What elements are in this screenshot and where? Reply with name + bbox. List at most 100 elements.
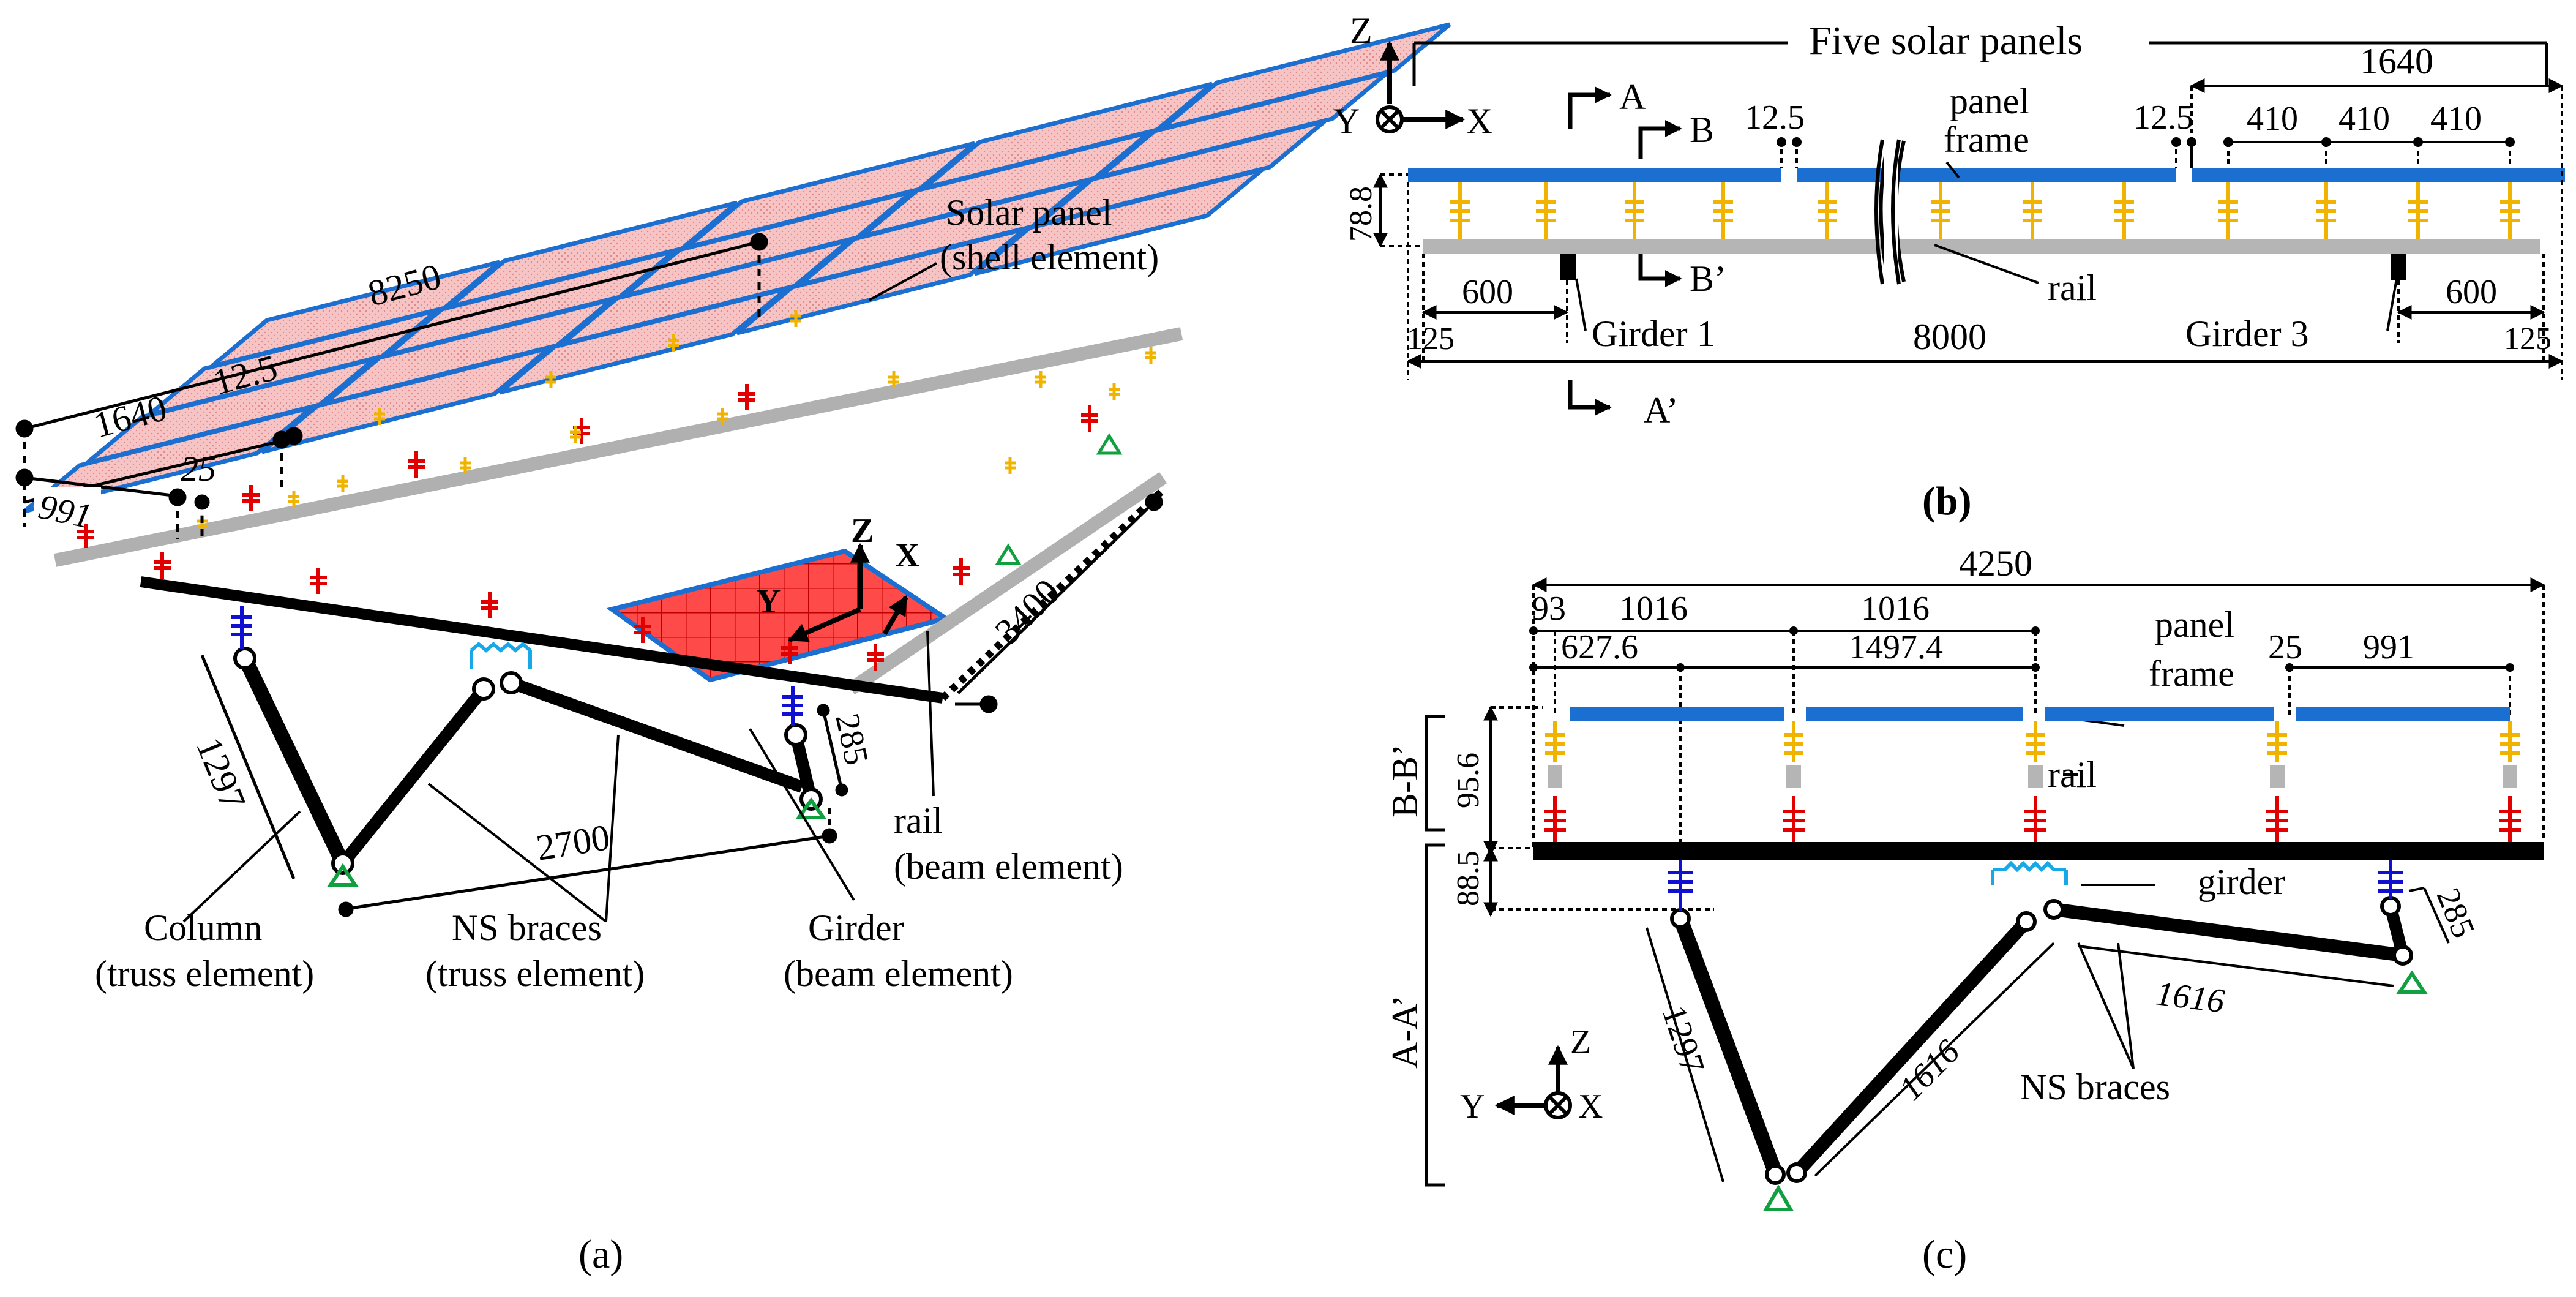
panel-frame-bar	[1408, 168, 1781, 182]
hinge-node	[784, 723, 807, 746]
b-label-girder1: Girder 1	[1592, 314, 1715, 354]
rail-block	[2503, 765, 2517, 788]
spring-elements	[77, 310, 1156, 671]
b-dim-600-b: 600	[2446, 273, 2497, 311]
panel-c-cross-section: 4250 93 1016 1016 627.6 1497.4 25 991 pa…	[1385, 543, 2545, 1277]
solar-panel-shell	[210, 260, 501, 369]
dim-2700: 2700	[534, 817, 613, 868]
b-dim-410-b: 410	[2338, 100, 2390, 138]
b-axis-z: Z	[1350, 10, 1372, 51]
label-girder: Girder	[808, 908, 904, 948]
caption-b: (b)	[1922, 479, 1972, 524]
label-shell-element: (shell element)	[940, 237, 1159, 277]
ns-brace-2	[509, 677, 804, 793]
c-dim-1016-a: 1016	[1619, 590, 1688, 628]
hinge-node	[472, 677, 495, 701]
b-dim-410-c: 410	[2430, 100, 2482, 138]
pin-support-icon	[795, 797, 827, 819]
b-dim-dots	[1777, 137, 2515, 147]
dim-1297: 1297	[189, 732, 253, 815]
c-dim-88-5: 88.5	[1451, 851, 1486, 906]
solar-panel-shell	[1160, 22, 1451, 131]
rail-block	[2028, 765, 2043, 788]
hinge-node	[233, 647, 256, 670]
c-dim-1297: 1297	[1655, 1001, 1712, 1078]
b-dim-125-a: 125	[1407, 321, 1455, 356]
label-solar-panel: Solar panel	[946, 192, 1112, 233]
dim-991-bg	[34, 487, 101, 524]
c-dim-93: 93	[1532, 590, 1566, 628]
c-label-girder: girder	[2198, 862, 2285, 902]
b-dim-410-a: 410	[2247, 100, 2298, 138]
axis-y-label: Y	[756, 582, 781, 620]
b-dim-600-a: 600	[1462, 273, 1513, 311]
c-dimension-lines	[1483, 577, 2545, 1182]
girder-beam	[140, 576, 944, 704]
c-column	[1673, 915, 1783, 1176]
b-dim-12-5-a: 12.5	[1745, 99, 1805, 137]
c-dim-dots	[1529, 626, 2514, 672]
girder-1-block	[1560, 254, 1576, 280]
solar-panel-shell	[923, 81, 1214, 190]
b-dim-78-8: 78.8	[1344, 186, 1379, 242]
b-label-girder3: Girder 3	[2185, 314, 2309, 354]
label-rail: rail	[894, 800, 943, 841]
rail-block	[1786, 765, 1801, 788]
b-axis-y: Y	[1333, 101, 1360, 141]
b-axis-x: X	[1466, 101, 1492, 141]
c-axis-y: Y	[1460, 1088, 1485, 1126]
label-rail-beam: (beam element)	[894, 846, 1123, 887]
b-label-panel: panel	[1950, 81, 2029, 121]
section-marks-b	[1568, 86, 1682, 416]
panel-axes	[788, 543, 908, 642]
blue-spring-icon	[231, 606, 803, 726]
c-spring-posts	[1544, 721, 2521, 842]
c-brace-1	[1791, 917, 2032, 1178]
section-b-prime: B’	[1690, 258, 1726, 299]
pin-support-icon	[1096, 433, 1123, 455]
c-dim-1616-a: 1616	[1892, 1032, 1967, 1108]
c-section-aa: A-A’	[1385, 995, 1425, 1069]
c-pin-support-icon	[2396, 970, 2428, 994]
c-label-ns-braces: NS braces	[2020, 1067, 2170, 1107]
rail-front	[847, 472, 1167, 695]
b-label-rail: rail	[2048, 268, 2097, 308]
pin-support-icon	[995, 543, 1022, 565]
girder-3-block	[2391, 254, 2406, 280]
c-dim-627-6: 627.6	[1561, 628, 1638, 666]
c-dim-285: 285	[2430, 883, 2482, 943]
c-axis-z: Z	[1570, 1023, 1591, 1061]
bracket-aa	[1425, 843, 1445, 1187]
label-girder-beam: (beam element)	[784, 953, 1013, 994]
c-dim-1016-b: 1016	[1861, 590, 1930, 628]
c-axis-x: X	[1578, 1088, 1603, 1126]
b-dim-1640: 1640	[2360, 41, 2433, 81]
caption-c: (c)	[1922, 1232, 1967, 1277]
section-a-prime: A’	[1644, 390, 1679, 430]
girder-hidden	[940, 487, 1166, 701]
section-a: A	[1619, 77, 1646, 117]
panel-frame-bar	[2192, 168, 2565, 182]
break-mark-lines	[1874, 139, 1901, 285]
label-ns-braces: NS braces	[452, 908, 602, 948]
panel-springs-b	[1450, 182, 2520, 239]
b-dim-125-b: 125	[2504, 321, 2552, 356]
b-dim-12-5-b: 12.5	[2133, 99, 2193, 137]
c-girder-bar	[1533, 842, 2544, 860]
label-column: Column	[144, 908, 262, 948]
c-pin-support-icon	[1762, 1184, 1794, 1211]
c-label-frame: frame	[2149, 653, 2234, 694]
c-label-panel: panel	[2155, 604, 2234, 645]
b-dim-8000: 8000	[1913, 317, 1986, 357]
rail-block	[1548, 765, 1562, 788]
leader-lines	[182, 262, 937, 923]
solar-panel-shell	[685, 141, 976, 250]
bracket-bb	[1425, 715, 1445, 832]
c-dim-1497-4: 1497.4	[1849, 628, 1943, 666]
c-dim-1616-b: 1616	[2154, 974, 2226, 1020]
rail-bar	[1423, 239, 2540, 254]
c-cyan-spring-icon	[1991, 860, 2068, 885]
c-dim-991: 991	[2363, 628, 2414, 666]
